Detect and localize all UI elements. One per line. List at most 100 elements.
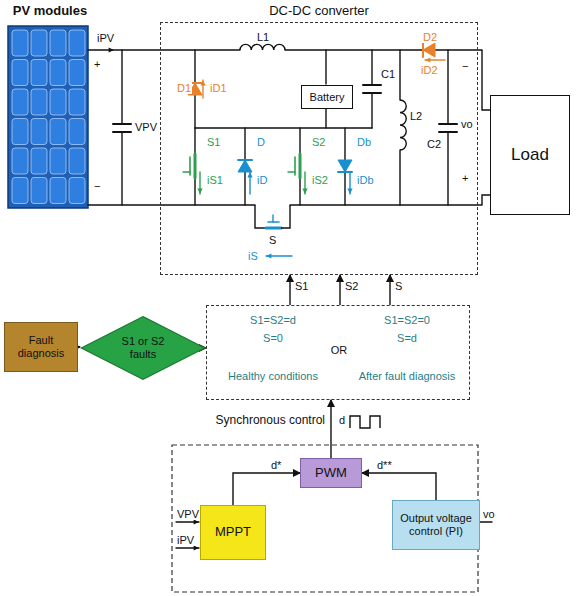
capacitor-plate: [363, 84, 381, 86]
signal-label: iD: [256, 174, 268, 186]
pv-cell: [69, 60, 85, 86]
switch-channel: [194, 154, 197, 178]
signal-label: +: [93, 58, 101, 70]
wire: [255, 205, 266, 228]
pv-cell: [12, 30, 28, 56]
wire: [447, 132, 448, 205]
wire: [194, 178, 195, 205]
arrow-head: [194, 519, 199, 524]
pv-cell: [50, 148, 66, 174]
mppt-box: MPPT: [200, 505, 266, 560]
decision-diamond: S1 or S2 faults: [80, 316, 206, 380]
pv-cell: [12, 148, 28, 174]
wire: [281, 205, 290, 228]
connector-arrow: [289, 275, 290, 305]
edge-label: S2: [344, 280, 359, 292]
connector-arrow: [362, 473, 436, 500]
pv-cell: [31, 30, 47, 56]
signal-label: vo: [482, 508, 496, 520]
gate-lead: [183, 171, 190, 172]
pv-cell: [69, 119, 85, 145]
inductor-coil: [240, 44, 285, 50]
node-text: PWM: [315, 466, 347, 481]
diode-symbol: [238, 160, 252, 172]
node-text: Output voltage control (PI): [393, 512, 479, 537]
arrow-head: [194, 545, 199, 550]
arrow-head: [200, 80, 205, 85]
wire: [299, 128, 300, 154]
diode-symbol: [338, 160, 352, 172]
signal-label: L2: [409, 110, 423, 122]
edge-label: S: [394, 280, 403, 292]
gate-lead: [288, 171, 295, 172]
pv-cell: [50, 60, 66, 86]
diode-bar: [238, 159, 252, 161]
signal-label: Db: [356, 136, 372, 148]
wire: [371, 50, 372, 85]
wire: [88, 204, 255, 205]
control-dashed-box: [172, 445, 478, 592]
arrow-head: [425, 57, 430, 62]
wire: [399, 50, 400, 100]
fault-diagnosis-box: Fault diagnosis: [4, 322, 78, 372]
signal-label: d: [338, 414, 346, 426]
signal-label: S2: [311, 136, 326, 148]
signal-label: iS1: [206, 174, 224, 186]
pv-cell: [50, 89, 66, 115]
wire: [285, 49, 482, 50]
pv-cell: [31, 178, 47, 204]
signal-label: S: [268, 234, 277, 246]
signal-label: iPV: [176, 534, 195, 546]
wire: [447, 50, 448, 124]
pv-cell: [50, 30, 66, 56]
node-text: S1 or S2 faults: [114, 335, 172, 360]
switch-channel: [266, 227, 281, 230]
signal-label: L1: [256, 31, 270, 43]
pi-control-box: Output voltage control (PI): [392, 500, 480, 550]
connector-arrow: [233, 473, 300, 505]
node-text: S1=S2=d: [250, 314, 296, 327]
signal-label: S1: [206, 136, 221, 148]
signal-label: C1: [380, 68, 396, 80]
signal-label: C2: [426, 138, 442, 150]
signal-label: +: [461, 172, 469, 184]
wire: [482, 50, 490, 110]
load-box: Load: [490, 95, 570, 215]
pv-panel: [8, 26, 88, 208]
signal-label: iS2: [311, 174, 329, 186]
signal-label: vo: [460, 118, 474, 130]
wire: [194, 128, 195, 154]
node-text: Battery: [310, 91, 345, 104]
capacitor-plate: [113, 131, 131, 133]
pv-cell: [69, 178, 85, 204]
signal-label: D1: [176, 82, 192, 94]
wire: [325, 108, 326, 128]
pv-cell: [69, 89, 85, 115]
edge-label: Synchronous control: [215, 414, 326, 427]
arrow-head: [247, 172, 252, 177]
diode-bar: [422, 43, 424, 57]
wire: [121, 132, 122, 205]
arrow-head: [197, 189, 202, 194]
pv-cell: [31, 119, 47, 145]
battery-box: Battery: [301, 85, 353, 109]
wire: [399, 150, 400, 205]
arrow-head: [266, 253, 271, 258]
signal-label: −: [461, 60, 469, 72]
connector-arrow: [330, 400, 331, 458]
arrow-head: [109, 47, 114, 52]
pv-cell: [69, 148, 85, 174]
wire: [290, 204, 482, 205]
signal-label: iDb: [356, 174, 375, 186]
pv-cell: [12, 178, 28, 204]
pv-cell: [31, 60, 47, 86]
node-text: S1=S2=0: [384, 314, 430, 327]
pv-cell: [50, 178, 66, 204]
capacitor-plate: [363, 92, 381, 94]
node-text: Load: [511, 145, 549, 165]
node-text: S=0: [263, 332, 283, 345]
wire: [121, 50, 122, 124]
